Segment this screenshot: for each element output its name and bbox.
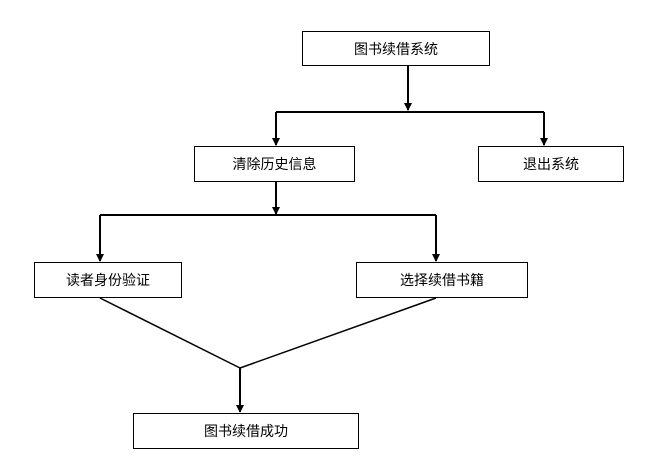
node-select-books: 选择续借书籍 bbox=[356, 262, 528, 298]
node-exit-system: 退出系统 bbox=[478, 146, 624, 182]
node-renew-success-label: 图书续借成功 bbox=[204, 424, 288, 440]
node-renew-success: 图书续借成功 bbox=[133, 413, 359, 449]
edge-select-to-merge bbox=[239, 297, 437, 369]
node-verify-reader-label: 读者身份验证 bbox=[66, 273, 150, 289]
node-verify-reader: 读者身份验证 bbox=[34, 262, 182, 298]
edge-verify-to-merge bbox=[99, 297, 241, 369]
node-root-label: 图书续借系统 bbox=[354, 41, 438, 58]
node-root: 图书续借系统 bbox=[302, 31, 490, 66]
node-clear-history-label: 清除历史信息 bbox=[232, 157, 317, 173]
node-select-books-label: 选择续借书籍 bbox=[400, 273, 484, 289]
node-exit-system-label: 退出系统 bbox=[523, 157, 579, 173]
node-clear-history: 清除历史信息 bbox=[194, 146, 355, 182]
